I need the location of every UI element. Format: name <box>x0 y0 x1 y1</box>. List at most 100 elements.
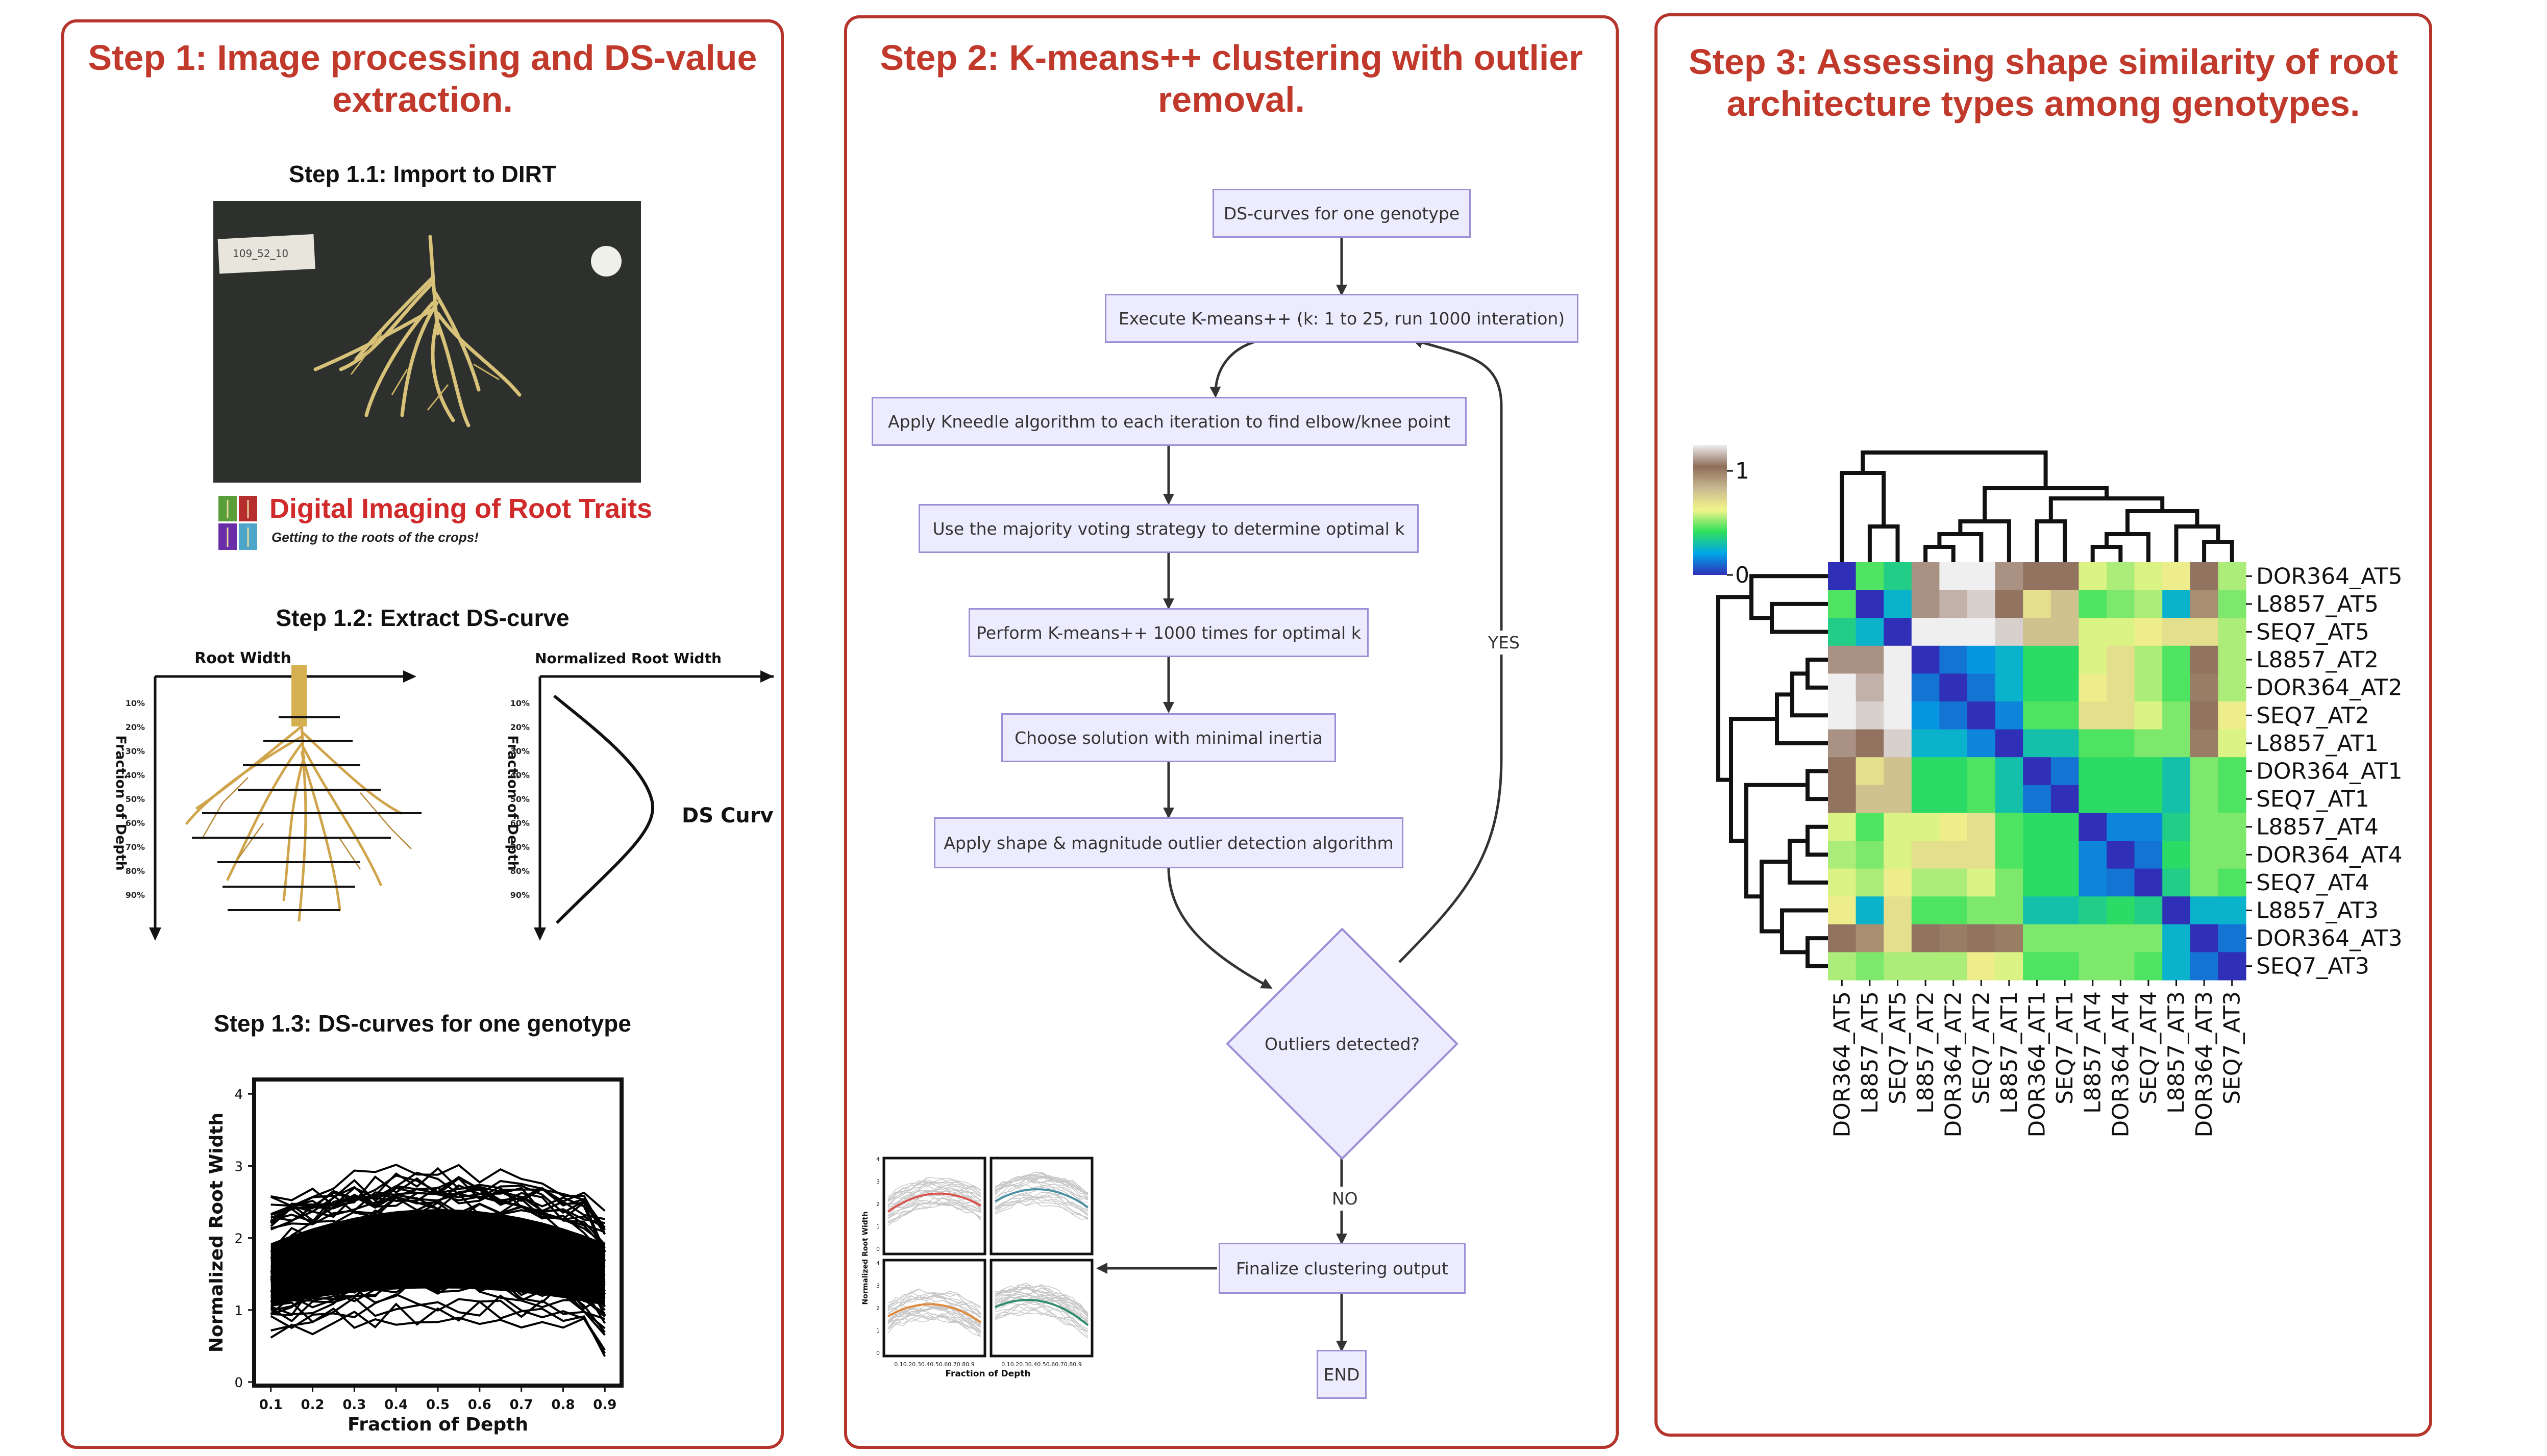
heatmap-cell <box>1884 618 1912 646</box>
heatmap-cell <box>2190 868 2218 897</box>
step2-title: Step 2: K-means++ clustering with outlie… <box>847 37 1616 120</box>
similarity-clustermap: DOR364_AT5L8857_AT5SEQ7_AT5L8857_AT2DOR3… <box>1693 445 2403 1138</box>
heatmap-cell <box>2050 924 2079 952</box>
depth-tick-left: 90% <box>126 890 145 900</box>
ds-curve <box>270 1164 606 1235</box>
heatmap-cell <box>1995 757 2023 786</box>
heatmap-cell <box>1911 562 1940 591</box>
colorbar-tick: 1 <box>1735 458 1749 484</box>
heatmap-cell <box>1939 729 1968 758</box>
heatmap-row-label: DOR364_AT4 <box>2256 842 2403 868</box>
heatmap-cell <box>2023 729 2051 758</box>
mini-xticks: 0.10.20.30.40.50.60.70.80.9 <box>894 1361 974 1368</box>
heatmap-cell <box>2050 645 2079 674</box>
ds-plot-xtick: 0.8 <box>551 1397 575 1413</box>
ds-plot-xtick: 0.6 <box>468 1397 491 1413</box>
heatmap-cell <box>2190 757 2218 786</box>
heatmap-cell <box>2107 701 2135 730</box>
heatmap-cell <box>2079 785 2107 813</box>
node-ds-curves: DS-curves for one genotype <box>1213 189 1471 238</box>
colorbar-tick: 0 <box>1735 562 1749 588</box>
heatmap-cell <box>2190 785 2218 813</box>
heatmap-cell <box>2190 618 2218 646</box>
heatmap-cell <box>1828 924 1857 952</box>
heatmap-cell <box>2050 952 2079 981</box>
depth-tick-left: 20% <box>126 722 145 732</box>
heatmap-cell <box>1911 952 1940 981</box>
step1-1-subtitle: Step 1.1: Import to DIRT <box>289 161 556 187</box>
heatmap-cell <box>2218 729 2246 758</box>
heatmap-cell <box>1995 645 2023 674</box>
heatmap-cell <box>2079 868 2107 897</box>
heatmap-cell <box>1828 701 1857 730</box>
step3-title-line1: Step 3: Assessing shape similarity of ro… <box>1688 42 2398 82</box>
heatmap-cell <box>1967 645 1996 674</box>
heatmap-cell <box>2134 757 2163 786</box>
heatmap-cell <box>1939 618 1968 646</box>
heatmap-row-label: SEQ7_AT3 <box>2256 953 2369 980</box>
heatmap-cell <box>1911 590 1940 618</box>
heatmap-cell <box>1939 952 1968 981</box>
fraction-of-depth-label-left: Fraction of Depth <box>113 735 129 870</box>
heatmap-cell <box>2079 618 2107 646</box>
heatmap-cell <box>1856 896 1884 925</box>
heatmap-col-label: SEQ7_AT3 <box>2219 991 2245 1104</box>
mini-plot-frame <box>990 1259 1094 1358</box>
node-minimal-inertia: Choose solution with minimal inertia <box>1001 713 1336 762</box>
heatmap-cell <box>2134 924 2163 952</box>
heatmap-cell <box>2107 868 2135 897</box>
ds-curve <box>270 1300 606 1357</box>
heatmap-cell <box>2218 562 2246 591</box>
ds-curve <box>270 1201 606 1292</box>
depth-tick-left: 40% <box>126 770 145 780</box>
heatmap-cell <box>1828 673 1857 702</box>
panel-step-1: Step 1: Image processing and DS-value ex… <box>61 19 784 1449</box>
heatmap-cell <box>1911 785 1940 813</box>
mini-cluster-mean-curve <box>887 1192 981 1213</box>
heatmap-row-label: DOR364_AT5 <box>2256 563 2403 589</box>
row-dendrogram <box>1716 574 1828 968</box>
heatmap-row-label: L8857_AT1 <box>2256 731 2379 757</box>
heatmap-cell <box>2134 868 2163 897</box>
heatmap-col-label: SEQ7_AT4 <box>2136 991 2162 1104</box>
heatmap-row-label: SEQ7_AT5 <box>2256 619 2369 645</box>
heatmap-col-label: L8857_AT3 <box>2164 991 2190 1114</box>
step2-title-line1: Step 2: K-means++ clustering with outlie… <box>880 38 1583 78</box>
heatmap-cell <box>2023 868 2051 897</box>
heatmap-cell <box>1967 673 1996 702</box>
heatmap-row-label: L8857_AT2 <box>2256 647 2379 673</box>
heatmap-cell <box>2190 673 2218 702</box>
panel-step-2: Step 2: K-means++ clustering with outlie… <box>844 15 1619 1449</box>
heatmap-cell <box>2023 562 2051 591</box>
heatmap-row-label: L8857_AT5 <box>2256 591 2379 617</box>
heatmap-cell <box>2107 896 2135 925</box>
heatmap-cell <box>1884 729 1912 758</box>
heatmap-cell <box>2050 841 2079 869</box>
root-photo: 109_52_10 <box>213 201 641 483</box>
heatmap-cell <box>1911 618 1940 646</box>
heatmap-cell <box>2107 562 2135 591</box>
ds-plot-xtick: 0.9 <box>593 1397 616 1413</box>
depth-ticks-right: 10%20%30%40%50%60%70%80%90% <box>510 698 530 900</box>
heatmap-row-label: L8857_AT4 <box>2256 814 2379 840</box>
heatmap-cell <box>1995 701 2023 730</box>
dirt-logo <box>218 496 257 550</box>
heatmap-cell <box>1828 645 1857 674</box>
heatmap-cell <box>1939 813 1968 841</box>
heatmap-cell <box>1967 729 1996 758</box>
heatmap-cell <box>1995 952 2023 981</box>
heatmap-cell <box>1911 868 1940 897</box>
ds-curve <box>270 1294 606 1354</box>
heatmap-cell <box>2162 673 2191 702</box>
heatmap-col-label: DOR364_AT5 <box>1829 991 1855 1138</box>
heatmap-col-label: DOR364_AT2 <box>1941 991 1967 1138</box>
heatmap-cell <box>1911 757 1940 786</box>
heatmap-cell <box>1856 701 1884 730</box>
colorbar <box>1693 445 1727 575</box>
heatmap-cell <box>1995 729 2023 758</box>
node-perform-kmeans: Perform K-means++ 1000 times for optimal… <box>969 608 1369 657</box>
decision-text: Outliers detected? <box>1265 1034 1420 1054</box>
node-finalize: Finalize clustering output <box>1219 1243 1466 1294</box>
